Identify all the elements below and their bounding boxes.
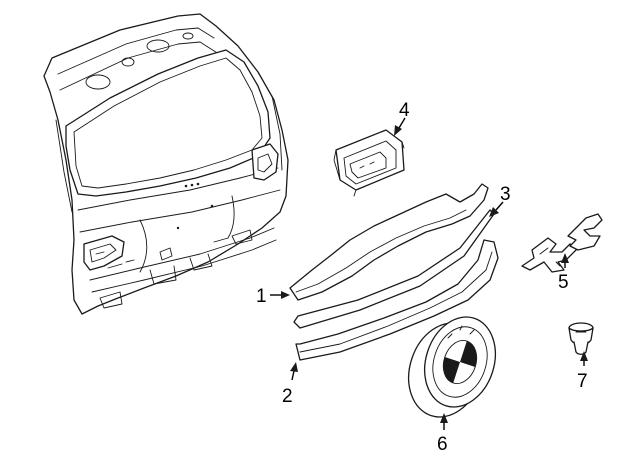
callout-3: 3 [500, 184, 511, 205]
license-bracket-part [333, 129, 405, 197]
callout-2: 2 [282, 386, 293, 407]
leader-3 [495, 201, 504, 211]
callout-4: 4 [399, 100, 410, 121]
leader-2 [291, 370, 295, 381]
arrowhead-7 [580, 351, 588, 361]
callout-1: 1 [256, 286, 267, 307]
arrowhead-5 [561, 253, 569, 263]
callout-7: 7 [577, 371, 588, 392]
clip-part [568, 322, 594, 355]
emblem-part [408, 316, 496, 418]
callout-6: 6 [437, 434, 448, 455]
callout-leaders [270, 117, 588, 430]
arrowhead-3 [489, 207, 499, 217]
arrowhead-1 [281, 291, 290, 299]
lower-trim-molding-part [295, 239, 499, 361]
callout-5: 5 [558, 272, 569, 293]
upper-trim-molding-part [289, 183, 489, 301]
leader-4 [398, 117, 406, 129]
model-badge-part [521, 213, 603, 273]
arrowhead-2 [290, 362, 298, 372]
liftgate-assembly [43, 13, 289, 315]
arrowhead-4 [394, 125, 402, 136]
callout-numbers: 1 2 3 4 5 6 7 [256, 100, 588, 455]
arrowhead-6 [440, 413, 448, 423]
